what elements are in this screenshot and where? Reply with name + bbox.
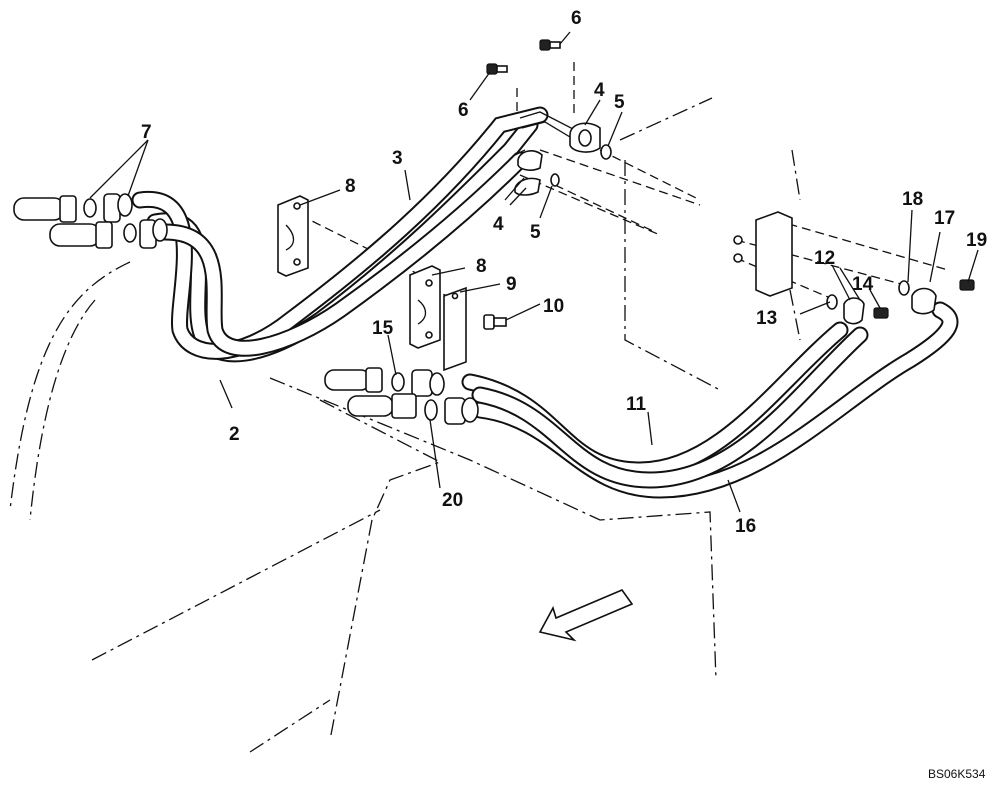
callout-7: 7 <box>141 122 152 143</box>
callout-11: 11 <box>626 394 647 415</box>
callout-5-lower: 5 <box>530 222 541 243</box>
callout-9: 9 <box>506 274 517 295</box>
callout-17: 17 <box>934 208 955 229</box>
callout-8-upper: 8 <box>345 176 356 197</box>
left-fittings <box>13 193 168 249</box>
callout-8-lower: 8 <box>476 256 487 277</box>
callout-6-upper: 6 <box>571 8 582 29</box>
callout-labels: 2 3 4 4 5 5 6 6 7 8 8 9 10 11 12 13 14 1… <box>141 8 987 537</box>
callout-3: 3 <box>392 148 403 169</box>
callout-12: 12 <box>814 248 835 269</box>
flange-12 <box>826 294 889 325</box>
direction-arrow-icon <box>538 589 634 642</box>
leader-lines <box>89 31 979 513</box>
callout-6-lower: 6 <box>458 100 469 121</box>
callout-4-upper: 4 <box>594 80 605 101</box>
plate-9 <box>443 286 467 372</box>
hose-2-3-assembly <box>131 106 576 363</box>
bolt-10 <box>483 314 507 330</box>
clamp-8-lower <box>409 265 441 349</box>
o-ring-5 <box>550 144 612 187</box>
machine-outline <box>9 97 801 753</box>
callout-4-lower: 4 <box>493 214 504 235</box>
hose-11-16-assembly <box>461 301 959 499</box>
drawing-code: BS06K534 <box>928 767 986 781</box>
assembly-lines <box>299 62 949 301</box>
flange-4-upper <box>569 122 601 153</box>
callout-18: 18 <box>902 189 923 210</box>
middle-fittings <box>324 367 479 425</box>
callout-5-upper: 5 <box>614 92 625 113</box>
callout-2: 2 <box>229 424 240 445</box>
callout-16: 16 <box>735 516 756 537</box>
flange-4-lower <box>514 150 543 196</box>
callout-20: 20 <box>442 490 463 511</box>
callout-15: 15 <box>372 318 394 339</box>
callout-14: 14 <box>852 274 874 295</box>
callout-19: 19 <box>966 230 987 251</box>
callout-10: 10 <box>543 296 564 317</box>
callout-13: 13 <box>756 308 777 329</box>
right-block <box>733 211 793 297</box>
flange-17 <box>898 279 975 315</box>
clamp-8-upper <box>277 195 309 277</box>
bolt-6 <box>486 39 561 75</box>
